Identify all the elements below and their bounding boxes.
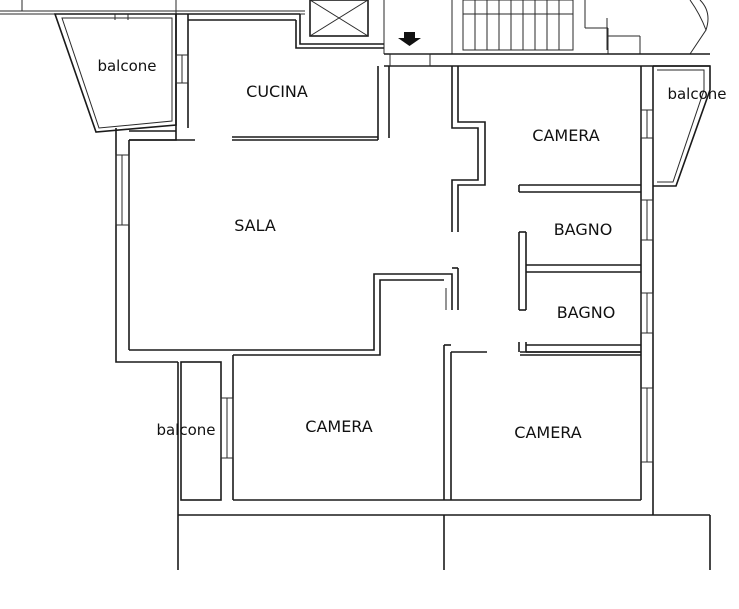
entrance-arrow-icon [398, 32, 421, 46]
shaft-cross-icon [309, 0, 369, 37]
cucina-walls [129, 66, 390, 141]
top-context-lines [0, 0, 609, 54]
bagno-1-label: BAGNO [554, 220, 613, 239]
camera-bottom-right-label: CAMERA [514, 423, 582, 442]
camera-bottom-left-label: CAMERA [305, 417, 373, 436]
balcone-top-right [653, 65, 711, 187]
cucina-label: CUCINA [246, 82, 308, 101]
sala-walls [129, 267, 459, 356]
balcone-top-left-label: balcone [97, 57, 156, 75]
stairs-icon [462, 0, 574, 51]
bottom-rooms-walls [232, 344, 641, 500]
balcone-bottom-left [180, 361, 234, 501]
outer-walls [115, 13, 711, 570]
balcone-top-right-label: balcone [667, 85, 726, 103]
top-right-context [606, 0, 709, 55]
sala-label: SALA [234, 216, 276, 235]
corridor-walls [451, 66, 641, 353]
bagno-2-label: BAGNO [557, 303, 616, 322]
balcone-bottom-left-label: balcone [156, 421, 215, 439]
camera-top-label: CAMERA [532, 126, 600, 145]
